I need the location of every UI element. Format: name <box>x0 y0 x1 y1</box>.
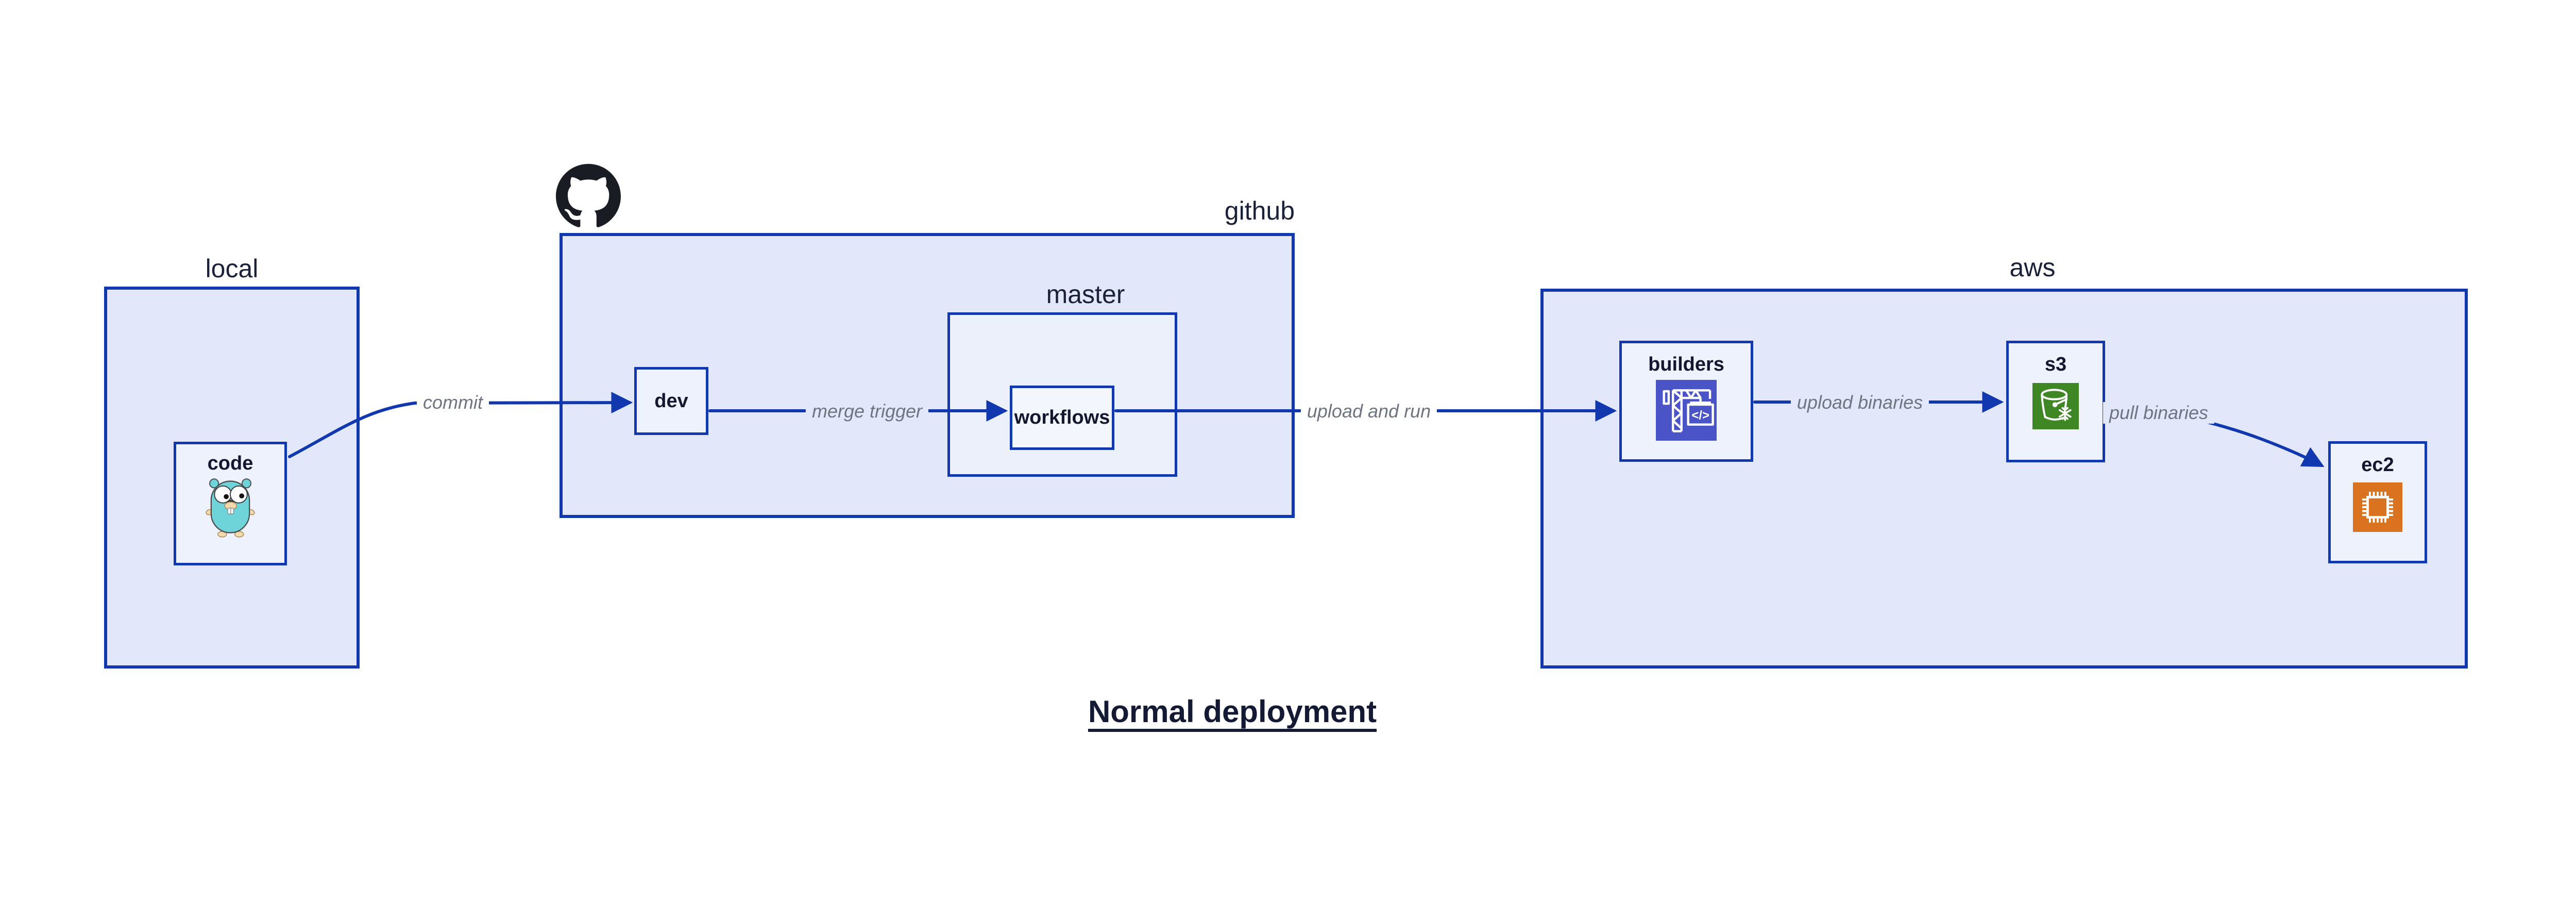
codebuild-crane-icon: </> <box>1622 380 1751 441</box>
codebuild-code-tag: </> <box>1691 409 1709 423</box>
edge-merge-trigger-label: merge trigger <box>805 400 929 422</box>
code-node-label: code <box>207 453 253 474</box>
s3-node-label: s3 <box>2044 354 2067 375</box>
edge-upload-and-run-label: upload and run <box>1300 400 1437 422</box>
github-group-label: github <box>1224 196 1295 225</box>
ec2-node-label: ec2 <box>2361 454 2394 476</box>
ec2-chip-icon <box>2331 482 2425 532</box>
s3-node: s3 <box>2006 341 2105 462</box>
edge-commit-label: commit <box>417 392 489 413</box>
edge-pull-binaries-label: pull binaries <box>2103 402 2215 424</box>
go-gopher-icon <box>176 477 284 539</box>
builders-node: builders </> <box>1619 341 1753 462</box>
diagram-title: Normal deployment <box>1088 694 1377 729</box>
aws-group-label: aws <box>2009 253 2056 282</box>
code-node: code <box>174 442 287 565</box>
github-octocat-icon <box>556 164 621 229</box>
ec2-node: ec2 <box>2328 441 2427 563</box>
dev-node-label: dev <box>654 390 688 412</box>
workflows-node: workflows <box>1010 386 1114 450</box>
builders-node-label: builders <box>1648 354 1724 375</box>
edge-upload-binaries-label: upload binaries <box>1790 392 1929 413</box>
dev-node: dev <box>634 367 708 435</box>
s3-bucket-snowflake-icon <box>2009 383 2103 429</box>
master-group-label: master <box>1046 280 1125 309</box>
workflows-node-label: workflows <box>1014 407 1110 428</box>
local-group-label: local <box>205 254 259 283</box>
